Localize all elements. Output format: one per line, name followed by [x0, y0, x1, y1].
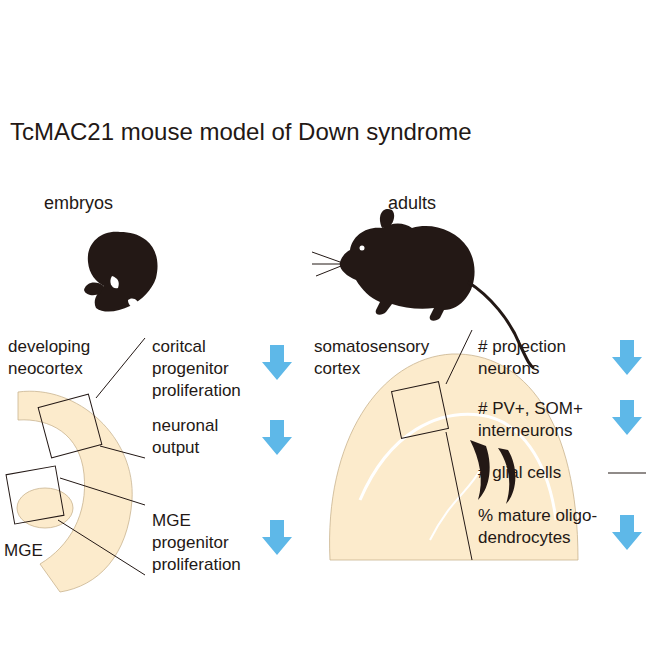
label: MGE [4, 540, 43, 562]
title: TcMAC21 mouse model of Down syndrome [10, 118, 472, 146]
label: somatosensory cortex [314, 336, 454, 380]
no-change-dash [608, 472, 646, 473]
label: # projection neurons [478, 336, 603, 380]
label: % mature oligo- dendrocytes [478, 505, 613, 549]
label: # PV+, SOM+ interneurons [478, 398, 608, 442]
embryo-silhouette [84, 232, 158, 312]
label: coritcal progenitor proliferation [152, 336, 257, 402]
label: MGE progenitor proliferation [152, 510, 257, 576]
label: embryos [44, 192, 113, 214]
label: neuronal output [152, 415, 257, 459]
adult-brain-section [330, 330, 578, 560]
label: adults [388, 192, 436, 214]
label: # glial cells [478, 462, 561, 484]
label: developing neocortex [8, 336, 138, 380]
